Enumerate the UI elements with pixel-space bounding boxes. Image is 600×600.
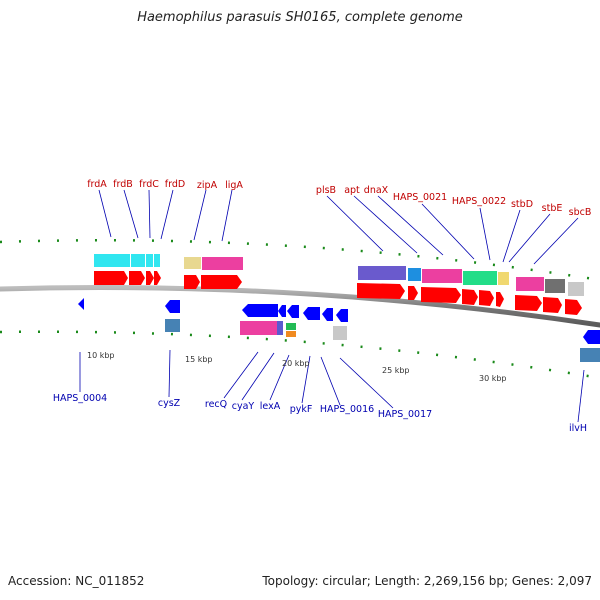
- feature-stbE-block[interactable]: [545, 279, 565, 293]
- forward-tick-track: [0, 239, 600, 282]
- feature-frdB-block[interactable]: [131, 254, 145, 267]
- gene-label-HAPS_0017[interactable]: HAPS_0017: [378, 409, 432, 420]
- cds-HAPS_0017-arrow[interactable]: [336, 309, 348, 322]
- cds-stbD-arrow[interactable]: [515, 295, 542, 311]
- scale-label-10: 10 kbp: [87, 351, 115, 360]
- reverse-feature-row: [165, 319, 600, 362]
- cds-HAPS_0021a-arrow[interactable]: [462, 289, 478, 305]
- genome-backbone: [0, 285, 600, 328]
- cds-frdC-arrow[interactable]: [146, 271, 154, 285]
- feature-plsB-block[interactable]: [358, 266, 406, 280]
- feature-HAPS_0022-block[interactable]: [498, 272, 509, 285]
- gene-label-ilvH[interactable]: ilvH: [569, 423, 587, 434]
- gene-label-cyaY[interactable]: cyaY: [232, 401, 255, 412]
- forward-leader-lines: [98, 189, 579, 265]
- gene-label-recQ[interactable]: recQ: [205, 399, 227, 410]
- gene-label-HAPS_0021[interactable]: HAPS_0021: [393, 192, 447, 203]
- feature-zipA-block[interactable]: [184, 257, 201, 269]
- genome-summary-text: Topology: circular; Length: 2,269,156 bp…: [262, 574, 592, 588]
- feature-ligA-block[interactable]: [202, 257, 243, 270]
- cds-cyaY-arrow[interactable]: [278, 305, 286, 317]
- cds-HAPS_0022-arrow[interactable]: [496, 292, 504, 307]
- gene-label-frdA[interactable]: frdA: [87, 179, 107, 190]
- feature-recQ-block[interactable]: [240, 321, 277, 335]
- cds-ilvH-arrow[interactable]: [583, 330, 600, 344]
- cds-frdD-arrow[interactable]: [154, 271, 161, 285]
- forward-feature-row: [94, 254, 584, 296]
- cds-sbcB-arrow[interactable]: [565, 299, 582, 315]
- cds-HAPS_0016-arrow[interactable]: [322, 308, 333, 321]
- cds-HAPS_0021b-arrow[interactable]: [479, 290, 494, 306]
- gene-label-sbcB[interactable]: sbcB: [569, 207, 592, 218]
- accession-text: Accession: NC_011852: [8, 574, 145, 588]
- cds-lexA-arrow[interactable]: [287, 305, 299, 318]
- cds-zipA-arrow[interactable]: [184, 275, 200, 289]
- gene-label-frdC[interactable]: frdC: [139, 179, 159, 190]
- cds-frdB-arrow[interactable]: [129, 271, 145, 285]
- scale-label-30: 30 kbp: [479, 374, 507, 383]
- reverse-gene-labels: HAPS_0004 cysZ recQ cyaY lexA pykF HAPS_…: [53, 393, 587, 434]
- feature-frdD-block[interactable]: [154, 254, 160, 267]
- feature-stbD-block[interactable]: [516, 277, 544, 291]
- reverse-cds-row: [78, 298, 600, 344]
- gene-label-stbE[interactable]: stbE: [542, 203, 563, 214]
- gene-label-HAPS_0016[interactable]: HAPS_0016: [320, 404, 374, 415]
- gene-label-HAPS_0004[interactable]: HAPS_0004: [53, 393, 107, 404]
- cds-stbE-arrow[interactable]: [543, 297, 562, 313]
- gene-label-pykF[interactable]: pykF: [290, 404, 313, 415]
- gene-label-zipA[interactable]: zipA: [197, 180, 218, 191]
- feature-dnaX-block[interactable]: [422, 269, 462, 283]
- cds-frdA-arrow[interactable]: [94, 271, 128, 285]
- gene-label-frdB[interactable]: frdB: [113, 179, 133, 190]
- feature-apt-block[interactable]: [408, 268, 421, 281]
- cds-pykF-arrow[interactable]: [303, 307, 320, 320]
- scale-label-20: 20 kbp: [282, 359, 310, 368]
- feature-sbcB-block[interactable]: [568, 282, 584, 296]
- gene-label-dnaX[interactable]: dnaX: [364, 185, 389, 196]
- gene-label-apt[interactable]: apt: [344, 185, 360, 196]
- forward-gene-labels: frdA frdB frdC frdD zipA ligA plsB apt d…: [87, 179, 591, 218]
- cds-cysZ-arrow[interactable]: [165, 300, 180, 313]
- gene-label-HAPS_0022[interactable]: HAPS_0022: [452, 196, 506, 207]
- cds-HAPS_0004-arrow[interactable]: [78, 298, 84, 310]
- gene-label-ligA[interactable]: ligA: [225, 180, 243, 191]
- cds-recQ-arrow[interactable]: [242, 304, 278, 317]
- feature-lexA-block-a[interactable]: [286, 323, 296, 330]
- feature-HAPS_0021-block[interactable]: [463, 271, 497, 285]
- feature-cyaY-block[interactable]: [277, 321, 283, 335]
- gene-label-lexA[interactable]: lexA: [260, 401, 281, 412]
- feature-ilvH-block[interactable]: [580, 348, 600, 362]
- gene-label-frdD[interactable]: frdD: [165, 179, 185, 190]
- gene-label-cysZ[interactable]: cysZ: [158, 398, 181, 409]
- cds-dnaX-arrow[interactable]: [421, 287, 461, 303]
- feature-lexA-block-b[interactable]: [286, 331, 296, 337]
- cds-apt-arrow[interactable]: [408, 286, 418, 300]
- cds-plsB-arrow[interactable]: [357, 283, 405, 299]
- feature-frdA-block[interactable]: [94, 254, 130, 267]
- cds-ligA-arrow[interactable]: [201, 275, 242, 289]
- scale-labels: 10 kbp 15 kbp 20 kbp 25 kbp 30 kbp: [87, 351, 507, 383]
- feature-HAPS_0017-block[interactable]: [333, 326, 347, 340]
- scale-label-15: 15 kbp: [185, 355, 213, 364]
- reverse-leader-lines: [79, 349, 585, 423]
- feature-frdC-block[interactable]: [146, 254, 153, 267]
- scale-label-25: 25 kbp: [382, 366, 410, 375]
- gene-label-stbD[interactable]: stbD: [511, 199, 533, 210]
- forward-cds-row: [94, 271, 582, 315]
- genome-title: Haemophilus parasuis SH0165, complete ge…: [137, 10, 463, 25]
- feature-cysZ-block[interactable]: [165, 319, 180, 332]
- gene-label-plsB[interactable]: plsB: [316, 185, 336, 196]
